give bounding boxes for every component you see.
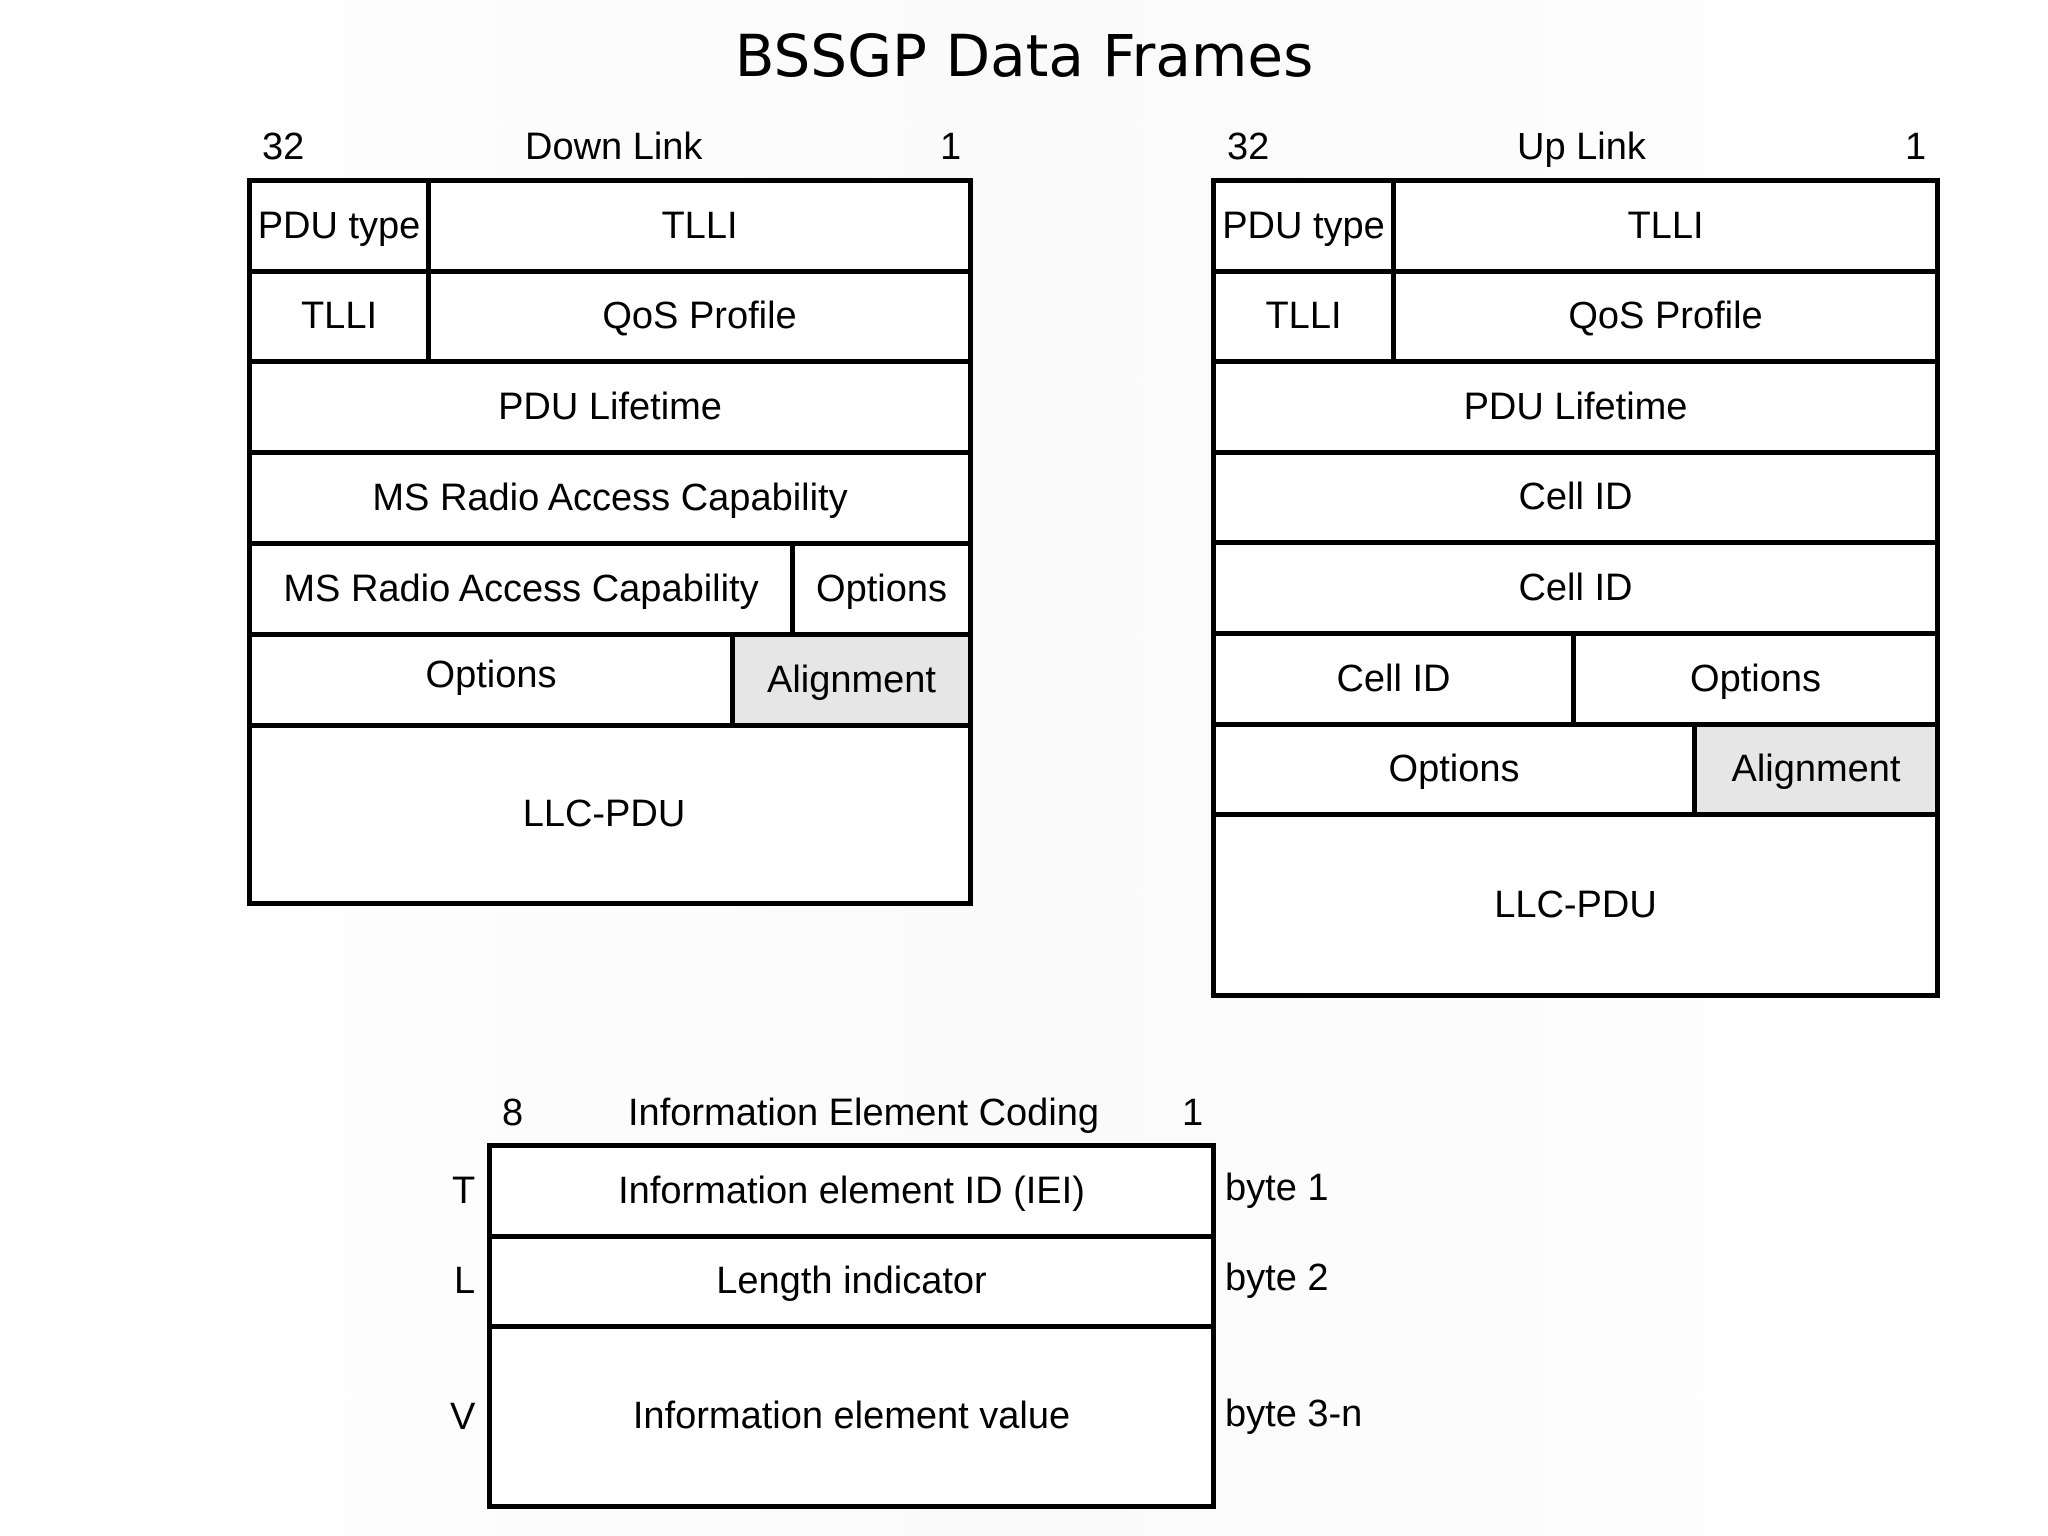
ie-divider — [487, 1234, 1216, 1239]
ie-divider — [487, 1324, 1216, 1329]
uplink-alignment: Alignment — [1697, 727, 1935, 812]
uplink-bit-high: 32 — [1227, 126, 1270, 168]
uplink-divider — [1571, 631, 1576, 727]
downlink-title: Down Link — [525, 126, 703, 168]
uplink-llc-pdu: LLC-PDU — [1216, 817, 1935, 993]
downlink-divider — [247, 632, 973, 637]
downlink-qos-profile: QoS Profile — [431, 274, 968, 359]
downlink-alignment: Alignment — [735, 637, 968, 723]
uplink-qos-profile: QoS Profile — [1396, 274, 1935, 359]
ie-bit-high: 8 — [502, 1092, 524, 1134]
ie-coding-title: Information Element Coding — [628, 1092, 1100, 1134]
downlink-divider — [247, 359, 973, 364]
uplink-divider — [1211, 812, 1940, 817]
uplink-cell-id-3: Cell ID — [1216, 636, 1571, 722]
downlink-bit-low: 1 — [940, 126, 962, 168]
ie-value-field: Information element value — [492, 1329, 1211, 1504]
downlink-ms-radio-access-capability: MS Radio Access Capability — [252, 456, 968, 541]
uplink-divider — [1211, 450, 1940, 455]
downlink-divider — [730, 632, 735, 728]
ie-byte-1: byte 1 — [1225, 1167, 1329, 1209]
uplink-title: Up Link — [1517, 126, 1646, 168]
uplink-pdu-type: PDU type — [1216, 183, 1391, 269]
uplink-divider — [1211, 269, 1940, 274]
uplink-tlli: TLLI — [1396, 183, 1935, 269]
downlink-pdu-type: PDU type — [252, 183, 426, 269]
downlink-divider — [790, 541, 795, 637]
ie-tag-t: T — [452, 1170, 476, 1212]
downlink-tlli: TLLI — [431, 183, 968, 269]
downlink-pdu-lifetime: PDU Lifetime — [252, 364, 968, 450]
downlink-bit-high: 32 — [262, 126, 305, 168]
slide-title: BSSGP Data Frames — [734, 22, 1314, 90]
downlink-divider — [247, 541, 973, 546]
ie-byte-3-n: byte 3-n — [1225, 1393, 1363, 1435]
ie-bit-low: 1 — [1182, 1092, 1204, 1134]
ie-length-field: Length indicator — [492, 1239, 1211, 1324]
uplink-options: Options — [1576, 636, 1935, 722]
downlink-divider — [247, 723, 973, 728]
uplink-cell-id-2: Cell ID — [1216, 545, 1935, 631]
uplink-options-2: Options — [1216, 727, 1692, 812]
downlink-divider — [247, 450, 973, 455]
downlink-divider — [426, 178, 431, 364]
ie-id-field: Information element ID (IEI) — [492, 1148, 1211, 1234]
downlink-options: Options — [795, 547, 968, 632]
uplink-divider — [1692, 722, 1697, 817]
uplink-pdu-lifetime: PDU Lifetime — [1216, 364, 1935, 450]
downlink-divider — [247, 269, 973, 274]
uplink-divider — [1211, 540, 1940, 545]
uplink-bit-low: 1 — [1905, 126, 1927, 168]
uplink-cell-id: Cell ID — [1216, 455, 1935, 540]
ie-tag-l: L — [454, 1260, 476, 1302]
uplink-divider — [1211, 359, 1940, 364]
downlink-llc-pdu: LLC-PDU — [252, 728, 968, 901]
ie-tag-v: V — [450, 1396, 476, 1438]
ie-byte-2: byte 2 — [1225, 1257, 1329, 1299]
downlink-tlli-2: TLLI — [252, 274, 426, 359]
uplink-divider — [1391, 178, 1396, 364]
downlink-options-2: Options — [252, 637, 730, 723]
downlink-ms-radio-access-capability-2: MS Radio Access Capability — [252, 547, 790, 632]
uplink-tlli-2: TLLI — [1216, 274, 1391, 359]
